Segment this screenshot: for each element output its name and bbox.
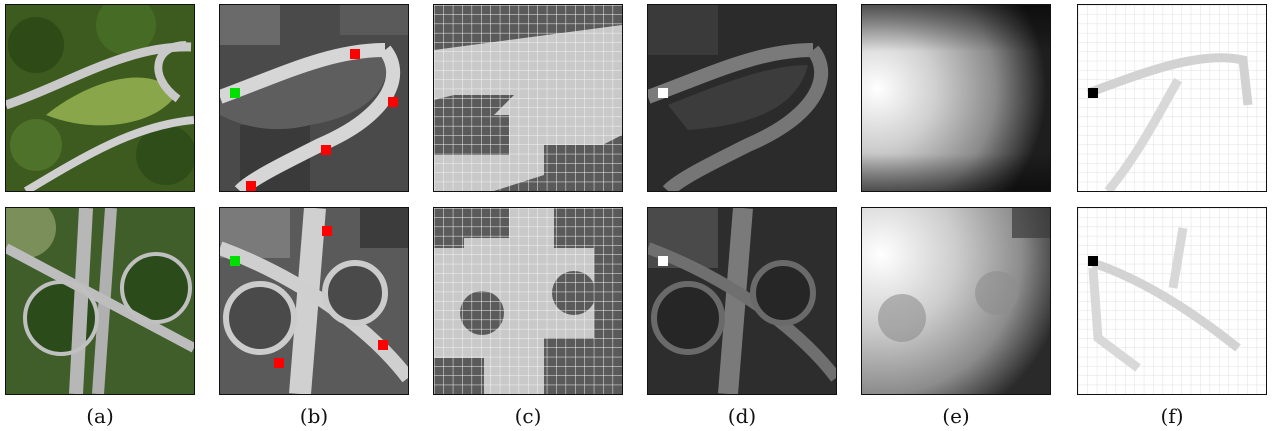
aerial-photo-top xyxy=(5,4,195,192)
red-marker xyxy=(274,358,284,368)
red-marker xyxy=(350,49,360,59)
feature-map-top xyxy=(647,4,837,192)
red-marker xyxy=(246,181,256,191)
red-marker xyxy=(321,145,331,155)
caption-f: (f) xyxy=(1160,404,1184,428)
road-mask-grid-bottom xyxy=(433,207,623,395)
red-marker xyxy=(322,226,332,236)
caption-b: (b) xyxy=(299,404,329,428)
column-a: (a) xyxy=(5,0,195,431)
column-c: (c) xyxy=(433,0,623,431)
column-e: (e) xyxy=(861,0,1051,431)
green-marker xyxy=(230,88,240,98)
caption-c: (c) xyxy=(514,404,542,428)
column-d: (d) xyxy=(647,0,837,431)
caption-a: (a) xyxy=(86,404,114,428)
black-marker xyxy=(1088,88,1098,98)
blurred-map-bottom xyxy=(861,207,1051,395)
caption-e: (e) xyxy=(942,404,970,428)
column-b: (b) xyxy=(219,0,409,431)
path-grid-bottom xyxy=(1077,207,1267,395)
white-marker xyxy=(658,256,668,266)
caption-d: (d) xyxy=(727,404,757,428)
grayscale-grid-top xyxy=(219,4,409,192)
green-marker xyxy=(230,256,240,266)
column-f: (f) xyxy=(1077,0,1267,431)
white-marker xyxy=(658,88,668,98)
path-grid-top xyxy=(1077,4,1267,192)
road-mask-grid-top xyxy=(433,4,623,192)
aerial-photo-bottom xyxy=(5,207,195,395)
feature-map-bottom xyxy=(647,207,837,395)
red-marker xyxy=(378,340,388,350)
black-marker xyxy=(1088,256,1098,266)
grayscale-grid-bottom xyxy=(219,207,409,395)
blurred-map-top xyxy=(861,4,1051,192)
red-marker xyxy=(388,97,398,107)
